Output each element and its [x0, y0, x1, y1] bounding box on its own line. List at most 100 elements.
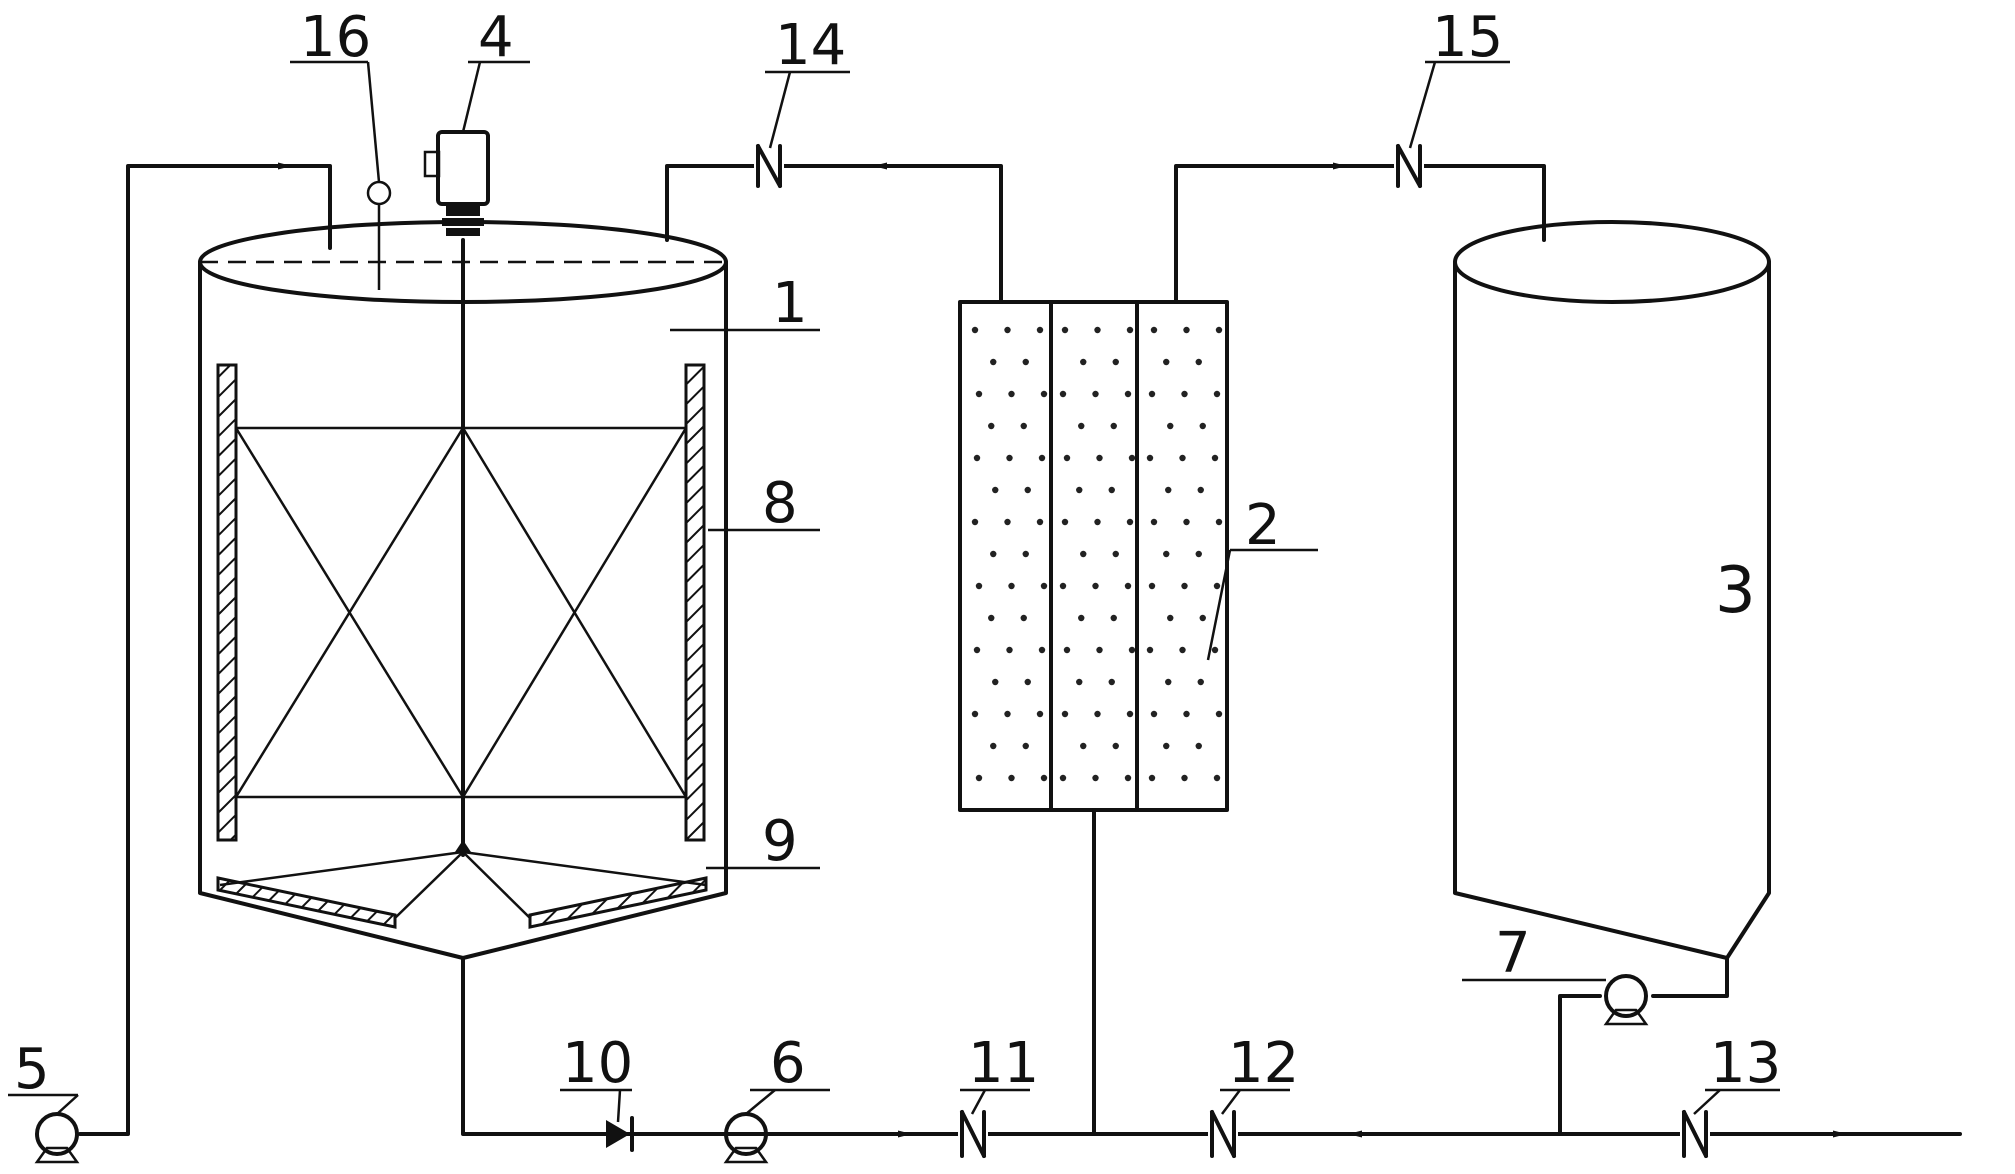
filter-dot — [992, 486, 999, 494]
label-10: 10 — [562, 1031, 633, 1096]
filter-dot — [1213, 390, 1221, 398]
label-14: 14 — [775, 13, 846, 78]
filter-dot — [1092, 582, 1099, 590]
filter-column — [958, 300, 1229, 812]
label-9: 9 — [762, 809, 798, 874]
filter-dot — [1128, 646, 1136, 654]
filter-dot — [1008, 582, 1015, 590]
label-16: 16 — [300, 5, 371, 70]
filter-dot — [973, 454, 981, 462]
left-baffle — [216, 363, 238, 842]
filter-dot — [1094, 326, 1101, 334]
filter-dot — [1022, 550, 1029, 558]
filter-dot — [1063, 454, 1071, 462]
label-12: 12 — [1228, 1031, 1299, 1096]
filter-dot — [1195, 358, 1202, 366]
filter-dot — [1008, 390, 1015, 398]
filter-dot — [1167, 422, 1174, 430]
label-5: 5 — [14, 1037, 50, 1102]
filter-dot — [1036, 710, 1044, 718]
filter-dot — [1146, 454, 1154, 462]
filter-dot — [1183, 518, 1190, 526]
label-3: 3 — [1715, 554, 1756, 628]
check-valve-14 — [754, 144, 784, 188]
filter-dot — [1167, 614, 1174, 622]
filter-dot — [1126, 326, 1134, 334]
filter-dot — [1179, 646, 1186, 654]
filter-dot — [971, 326, 979, 334]
filter-dot — [1163, 742, 1170, 750]
filter-dot — [1092, 774, 1099, 782]
label-2: 2 — [1245, 493, 1281, 558]
filter-dot — [975, 774, 983, 782]
filter-dot — [1110, 422, 1117, 430]
filter-dot — [1126, 710, 1134, 718]
filter-dot — [1078, 422, 1085, 430]
filter-dot — [1179, 454, 1186, 462]
filter-dot — [1059, 390, 1067, 398]
filter-dot — [1096, 454, 1103, 462]
filter-dot — [1215, 326, 1223, 334]
filter-dot — [1092, 390, 1099, 398]
filter-dot — [1213, 582, 1221, 590]
filter-dot — [1110, 614, 1117, 622]
filter-dot — [1183, 326, 1190, 334]
filter-dot — [1024, 486, 1031, 494]
filter-dot — [1038, 454, 1046, 462]
filter-dot — [1061, 710, 1069, 718]
filter-dot — [1020, 422, 1027, 430]
filter-dot — [1094, 710, 1101, 718]
filter-dot — [971, 518, 979, 526]
piping — [78, 162, 1962, 1138]
tank-outlet-pipe — [1558, 994, 1602, 1136]
filter-dot — [1197, 486, 1204, 494]
filter-dot — [1022, 742, 1029, 750]
filter-dot — [1181, 774, 1188, 782]
probe-sensor — [366, 180, 392, 290]
filter-dot — [1150, 326, 1158, 334]
label-15: 15 — [1432, 5, 1503, 70]
filter-dot — [1195, 550, 1202, 558]
filter-dot — [1006, 454, 1013, 462]
filter-dot — [1096, 646, 1103, 654]
filter-dot — [1004, 710, 1011, 718]
filter-dot — [1036, 326, 1044, 334]
valve-10 — [606, 1116, 634, 1152]
filter-dot — [1126, 518, 1134, 526]
filter-dot — [1080, 358, 1087, 366]
filter-dot — [1112, 358, 1119, 366]
filter-dot — [1008, 774, 1015, 782]
label-1: 1 — [772, 271, 808, 336]
filter-dot — [1150, 518, 1158, 526]
filter-dot — [975, 582, 983, 590]
bottom-aerator — [216, 840, 708, 929]
filter-dot — [1183, 710, 1190, 718]
filter-dot — [1076, 678, 1083, 686]
filter-dot — [975, 390, 983, 398]
filter-dot — [1148, 390, 1156, 398]
filter-dot — [1020, 614, 1027, 622]
transfer-pipe — [1174, 164, 1546, 304]
filter-dot — [990, 742, 997, 750]
right-baffle — [684, 363, 706, 842]
return-pipe — [665, 164, 1003, 304]
label-11: 11 — [968, 1031, 1039, 1096]
filter-dot — [1078, 614, 1085, 622]
filter-dot — [1006, 646, 1013, 654]
label-7: 7 — [1495, 921, 1531, 986]
filter-dot — [1040, 582, 1048, 590]
filter-dot — [1181, 582, 1188, 590]
filter-dot — [1022, 358, 1029, 366]
filter-dot — [1215, 518, 1223, 526]
pump-7 — [1603, 974, 1649, 1026]
filter-dot — [988, 422, 995, 430]
leader-lines — [8, 60, 1780, 1123]
filter-dot — [990, 358, 997, 366]
filter-dot — [1004, 518, 1011, 526]
filter-dot — [1163, 358, 1170, 366]
filter-dot — [1004, 326, 1011, 334]
filter-dot — [1024, 678, 1031, 686]
label-6: 6 — [770, 1031, 806, 1096]
filter-dot — [1148, 582, 1156, 590]
